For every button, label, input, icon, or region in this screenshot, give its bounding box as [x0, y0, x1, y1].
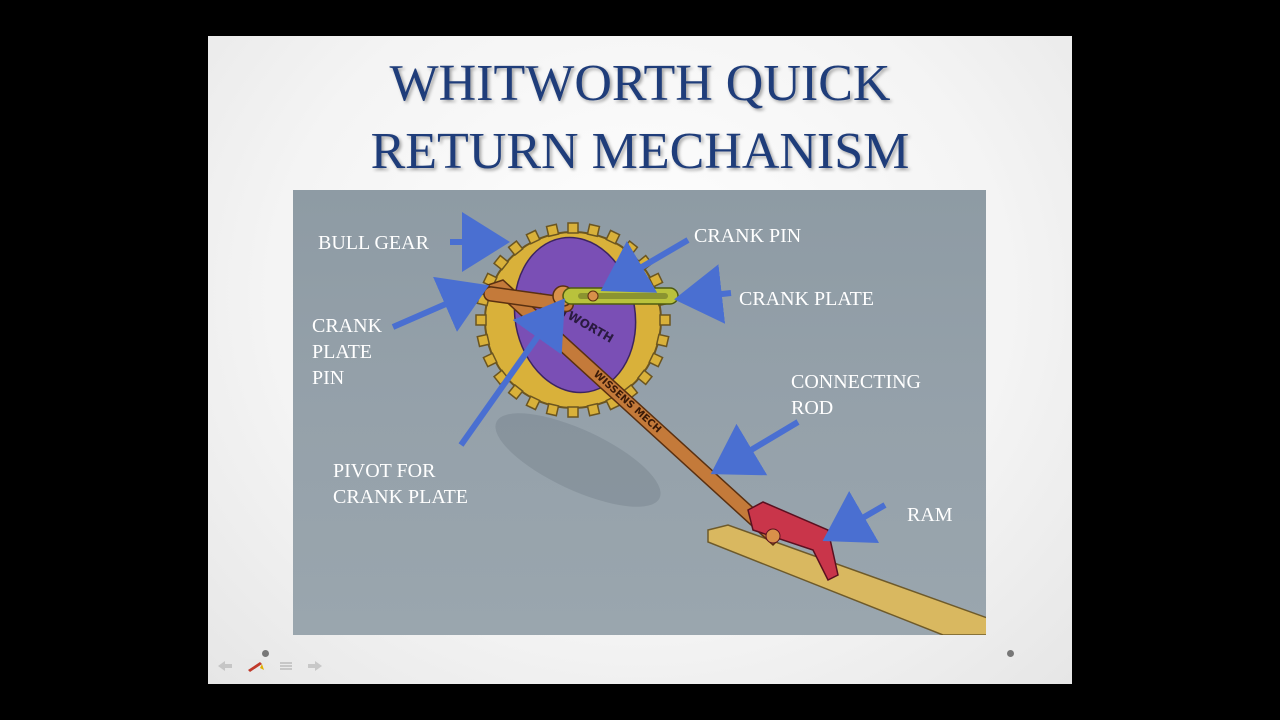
- gear-tooth: [567, 222, 579, 234]
- title-line-1: WHITWORTH QUICK: [389, 55, 891, 112]
- gear-tooth: [476, 333, 491, 348]
- arrow-crank-plate-pin: [391, 276, 490, 332]
- arrow-crank-pin: [600, 237, 690, 293]
- crank-plate: [562, 287, 679, 305]
- arrow-crank-plate: [674, 264, 732, 324]
- gear-tooth: [545, 223, 560, 238]
- ram: [747, 501, 839, 582]
- slideshow-controls: [216, 658, 326, 674]
- arrow-pivot: [458, 298, 565, 447]
- label-ram: RAM: [907, 504, 953, 526]
- label-crank-plate: CRANK PLATE: [739, 288, 875, 310]
- gear-tooth: [525, 395, 541, 411]
- slide-corner-dot: [262, 650, 269, 657]
- menu-icon[interactable]: [280, 662, 292, 670]
- slide-title: WHITWORTH QUICK RETURN MECHANISM: [208, 50, 1072, 186]
- pen-icon[interactable]: [244, 659, 266, 673]
- gear-shadow: [495, 413, 661, 507]
- gear-tooth: [636, 369, 654, 386]
- gear-tooth: [659, 314, 671, 326]
- forward-arrow-icon[interactable]: [308, 661, 322, 671]
- base-slide: [707, 524, 986, 635]
- mechanism-illustration: WHITWORTH WISSENS MECH: [391, 212, 986, 635]
- gear-tooth: [586, 223, 601, 238]
- arrow-connecting-rod: [710, 419, 800, 476]
- gear-tooth: [655, 333, 670, 348]
- slide-corner-dot: [1007, 650, 1014, 657]
- arrow-ram: [822, 491, 887, 543]
- gear-tooth: [648, 352, 664, 368]
- gear-tooth: [482, 352, 498, 368]
- label-crank-pin: CRANK PIN: [694, 225, 802, 247]
- slide: WHITWORTH QUICK RETURN MECHANISM WHITWOR…: [208, 36, 1072, 684]
- gear-tooth: [507, 383, 524, 401]
- gear-tooth: [507, 239, 524, 257]
- label-bull-gear: BULL GEAR: [318, 232, 429, 254]
- gear-tooth: [525, 229, 541, 245]
- mechanism-diagram: WHITWORTH WISSENS MECH: [293, 190, 986, 635]
- title-line-2: RETURN MECHANISM: [370, 123, 910, 180]
- gear-tooth: [475, 314, 487, 326]
- label-connecting-rod: CONNECTING ROD: [791, 371, 921, 419]
- gear-tooth: [567, 406, 579, 418]
- gear-tooth: [586, 402, 601, 417]
- controls-bar: [218, 659, 322, 673]
- label-crank-plate-pin: CRANK PLATE PIN: [312, 315, 383, 389]
- gear-tooth: [545, 402, 560, 417]
- crank-pin-joint: [587, 290, 599, 302]
- label-pivot: PIVOT FOR CRANK PLATE: [333, 460, 469, 508]
- back-arrow-icon[interactable]: [218, 661, 232, 671]
